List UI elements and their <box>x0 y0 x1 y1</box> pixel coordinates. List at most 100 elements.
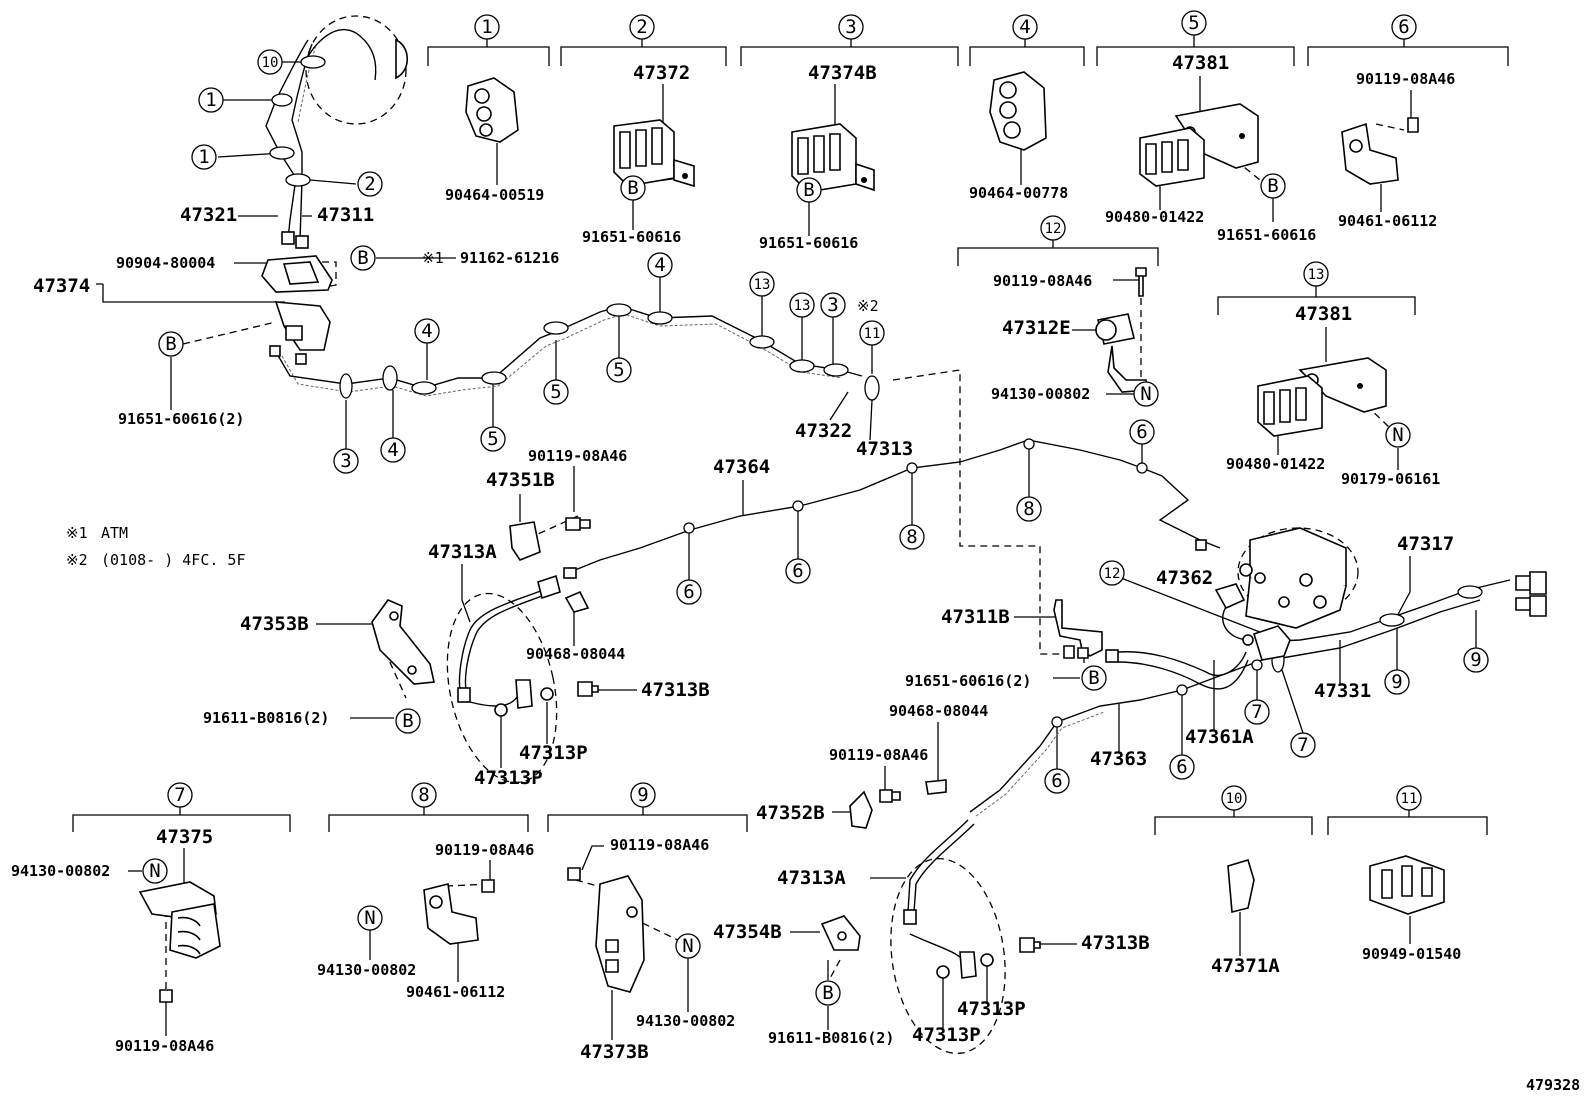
part-label-m-47351B: 47351B <box>486 469 555 491</box>
callout-4: 4 <box>414 318 440 344</box>
part-label-g1-a: 90464-00519 <box>445 186 544 204</box>
callout-8: 8 <box>411 782 437 808</box>
callout-number: 6 <box>1136 421 1147 443</box>
callout-number: 9 <box>637 784 648 806</box>
part-label-g13-b: 90480-01422 <box>1226 455 1325 473</box>
callout-number: 4 <box>387 439 398 461</box>
clamp-47373B <box>567 867 645 993</box>
part-label-m-90119-b: 90119-08A46 <box>829 746 928 764</box>
part-label-m-47313P-1: 47313P <box>519 742 588 764</box>
note-2-mark: ※2 <box>66 551 88 569</box>
part-label-g12-b: 47312E <box>1002 317 1071 339</box>
note-1-ref: ※1 <box>422 249 444 267</box>
callout-number: 1 <box>481 16 492 38</box>
marker-B: B <box>350 245 376 271</box>
junction-block <box>1253 625 1291 661</box>
callout-number: 8 <box>418 784 429 806</box>
marker-B: B <box>796 177 822 203</box>
marker-letter: B <box>1267 175 1278 197</box>
callout-1: 1 <box>191 144 217 170</box>
callout-7: 7 <box>167 782 193 808</box>
part-label-m-47353B: 47353B <box>240 613 309 635</box>
marker-letter: B <box>402 710 413 732</box>
marker-letter: N <box>1140 383 1151 405</box>
callout-number: 3 <box>845 16 856 38</box>
clip-90464-00519 <box>465 77 519 143</box>
marker-N: N <box>675 933 701 959</box>
callout-number: 13 <box>794 298 811 314</box>
note-1-mark: ※1 <box>66 524 88 542</box>
part-label-m-47313P-2: 47313P <box>474 767 543 789</box>
marker-B: B <box>1260 173 1286 199</box>
part-label-g5-a: 47381 <box>1172 52 1229 74</box>
part-label-g3-a: 47374B <box>808 62 877 84</box>
clip-90468-lower <box>925 779 947 795</box>
part-label-g8-b: 94130-00802 <box>317 961 416 979</box>
part-label-g12-c: 94130-00802 <box>991 385 1090 403</box>
bracket-47354B <box>820 915 861 951</box>
group-brackets <box>72 35 1509 835</box>
marker-N: N <box>1385 422 1411 448</box>
callout-number: 11 <box>864 326 881 342</box>
callout-number: 7 <box>1297 734 1308 756</box>
callout-6: 6 <box>1129 419 1155 445</box>
clamp-47375 <box>138 881 221 1003</box>
part-label-m-47311B: 47311B <box>941 606 1010 628</box>
callout-2: 2 <box>629 14 655 40</box>
callout-number: 9 <box>1391 671 1402 693</box>
marker-N: N <box>142 858 168 884</box>
part-number-labels: 90464-005194737291651-6061647374B91651-6… <box>11 52 1461 1063</box>
clip-90949-01540 <box>1369 855 1445 915</box>
part-label-g9-a: 90119-08A46 <box>610 836 709 854</box>
callout-3: 3 <box>820 292 846 318</box>
callout-number: 10 <box>262 55 279 71</box>
marker-letter: B <box>822 982 833 1004</box>
callout-13: 13 <box>1303 261 1329 287</box>
marker-letter: N <box>682 935 693 957</box>
callout-number: 3 <box>340 450 351 472</box>
bracket-47311B <box>1053 599 1103 659</box>
part-label-g13-c: 90179-06161 <box>1341 470 1440 488</box>
callout-6: 6 <box>1391 14 1417 40</box>
callout-number: 8 <box>906 526 917 548</box>
callout-9: 9 <box>1384 669 1410 695</box>
callout-10: 10 <box>257 49 283 75</box>
note-1-text: ATM <box>101 524 128 542</box>
callout-number: 7 <box>174 784 185 806</box>
callout-10: 10 <box>1221 785 1247 811</box>
part-label-m-91651-3: 91651-60616(2) <box>905 672 1031 690</box>
marker-letter: N <box>1392 424 1403 446</box>
part-label-m-90468-1: 90468-08044 <box>526 645 625 663</box>
part-label-g6-b: 90461-06112 <box>1338 212 1437 230</box>
part-label-m-90468-2: 90468-08044 <box>889 702 988 720</box>
callout-13: 13 <box>789 292 815 318</box>
callout-number: 4 <box>1019 16 1030 38</box>
part-label-m-47374: 47374 <box>33 275 90 297</box>
callout-number: 5 <box>613 359 624 381</box>
callout-number: 6 <box>1176 756 1187 778</box>
callout-6: 6 <box>1044 768 1070 794</box>
callout-9: 9 <box>1463 647 1489 673</box>
figure-id: 479328 <box>1526 1076 1580 1094</box>
note-2-text: (0108- ) 4FC. 5F <box>101 551 246 569</box>
callout-11: 11 <box>1396 785 1422 811</box>
notes: ※1 ATM ※2 (0108- ) 4FC. 5F ※1 ※2 <box>66 249 879 569</box>
part-label-g4-a: 90464-00778 <box>969 184 1068 202</box>
dashed-references <box>165 15 1405 1055</box>
callout-7: 7 <box>1290 732 1316 758</box>
marker-B: B <box>620 175 646 201</box>
clamp-47372 <box>613 119 695 188</box>
part-label-g10-a: 47371A <box>1211 955 1280 977</box>
callout-6: 6 <box>676 579 702 605</box>
clamp-47374B <box>791 123 875 193</box>
part-drawings <box>138 38 1547 1003</box>
callout-number: 6 <box>1051 770 1062 792</box>
part-label-g8-c: 90461-06112 <box>406 983 505 1001</box>
callout-number: 10 <box>1226 791 1243 807</box>
part-label-m-90904: 90904-80004 <box>116 254 215 272</box>
part-label-m-47331: 47331 <box>1314 680 1371 702</box>
detail-ellipse-lower <box>890 857 1006 1055</box>
marker-letter: B <box>1088 667 1099 689</box>
callout-number: 12 <box>1045 221 1062 237</box>
